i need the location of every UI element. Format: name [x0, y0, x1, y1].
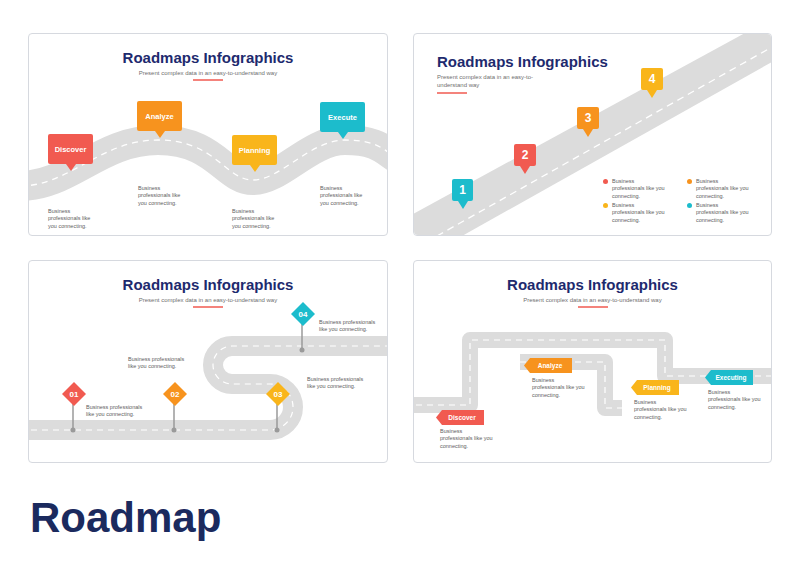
node-text: Executing	[711, 374, 746, 381]
arrow-tag: Planning	[631, 380, 679, 395]
pointer	[520, 166, 530, 174]
description-text: Business professionals like you connecti…	[232, 208, 284, 230]
node-text: 04	[299, 310, 308, 319]
description-text: Business professionals like you connecti…	[48, 208, 100, 230]
node-text: Analyze	[145, 112, 173, 121]
slide-title: Roadmaps Infographics	[437, 53, 608, 70]
slide-subtitle: Present complex data in an easy-to-under…	[437, 74, 545, 90]
callout-box: Planning	[232, 135, 277, 165]
pointer	[338, 132, 348, 139]
title-underline	[193, 80, 608, 307]
shape-fill	[291, 302, 315, 326]
step-diamond: 03	[266, 382, 290, 406]
page-heading: Roadmap	[30, 494, 221, 542]
shape-fill	[62, 382, 86, 406]
description-text: Business professionals like you connecti…	[532, 377, 586, 399]
description-text: Business professionals like you connecti…	[307, 376, 367, 391]
legend-dot	[687, 179, 692, 184]
description-text: Business professionals like you connecti…	[138, 185, 190, 207]
node-text: Discover	[55, 145, 87, 154]
pointer	[66, 164, 76, 171]
legend-dot	[603, 179, 608, 184]
number-pin: 1	[452, 179, 473, 201]
legend-text: Business professionals like you connecti…	[696, 202, 752, 224]
arrow-tag: Analyze	[524, 358, 572, 373]
shape-fill	[524, 358, 572, 373]
pointer	[250, 165, 260, 172]
node-text: Planning	[239, 146, 271, 155]
description-text: Business professionals like you connecti…	[708, 389, 762, 411]
shape-fill	[631, 380, 679, 395]
legend-dot	[687, 203, 692, 208]
pointer	[155, 131, 165, 138]
node-text: Execute	[328, 113, 357, 122]
arrow-tag: Executing	[705, 370, 753, 385]
pointer	[647, 90, 657, 98]
node-text: 02	[171, 390, 180, 399]
slide-title: Roadmaps Infographics	[414, 276, 771, 293]
description-text: Business professionals like you connecti…	[319, 319, 379, 334]
description-text: Business professionals like you connecti…	[440, 428, 494, 450]
legend-text: Business professionals like you connecti…	[612, 178, 668, 200]
callout-box: Execute	[320, 102, 365, 132]
pointer	[458, 201, 468, 209]
callout-box: Discover	[48, 134, 93, 164]
shape-fill	[436, 410, 484, 425]
slide-subtitle: Present complex data in an easy-to-under…	[29, 297, 387, 305]
node-text: Planning	[639, 384, 670, 391]
node-text: 2	[522, 148, 529, 162]
number-pin: 2	[514, 144, 536, 166]
description-text: Business professionals like you connecti…	[86, 404, 146, 419]
s-curve-road	[29, 324, 387, 433]
slide-subtitle: Present complex data in an easy-to-under…	[414, 297, 771, 305]
node-text: Discover	[444, 414, 475, 421]
legend-dot	[603, 203, 608, 208]
step-diamond: 01	[62, 382, 86, 406]
step-diamond: 04	[291, 302, 315, 326]
slide-panel: Roadmaps InfographicsPresent complex dat…	[28, 260, 388, 463]
node-text: 4	[649, 72, 656, 86]
step-diamond: 02	[163, 382, 187, 406]
number-pin: 4	[641, 68, 663, 90]
description-text: Business professionals like you connecti…	[320, 185, 372, 207]
arrow-tag: Discover	[436, 410, 484, 425]
legend-text: Business professionals like you connecti…	[612, 202, 668, 224]
node-text: 01	[70, 390, 79, 399]
shape-fill	[163, 382, 187, 406]
diagonal-road	[414, 34, 771, 235]
node-text: Analyze	[534, 362, 563, 369]
slide-title: Roadmaps Infographics	[29, 276, 387, 293]
shape-fill	[266, 382, 290, 406]
node-text: 3	[585, 111, 592, 125]
description-text: Business professionals like you connecti…	[128, 356, 188, 371]
description-text: Business professionals like you connecti…	[634, 399, 688, 421]
shape-fill	[705, 370, 753, 385]
node-text: 03	[274, 390, 283, 399]
callout-box: Analyze	[137, 101, 182, 131]
node-text: 1	[459, 183, 466, 197]
slide-panel: Roadmaps InfographicsPresent complex dat…	[413, 260, 772, 463]
slide-subtitle: Present complex data in an easy-to-under…	[29, 70, 387, 78]
number-pin: 3	[577, 107, 599, 129]
pointer	[583, 129, 593, 137]
slide-title: Roadmaps Infographics	[29, 49, 387, 66]
legend-text: Business professionals like you connecti…	[696, 178, 752, 200]
